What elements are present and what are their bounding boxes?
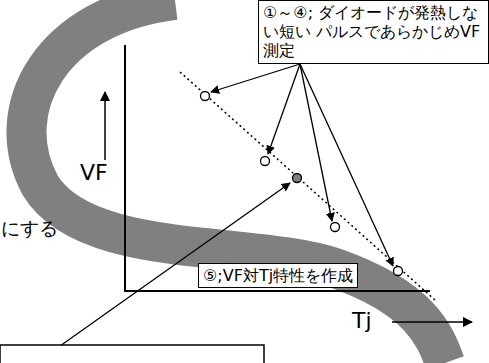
note-box: ①～④; ダイオードが発熱しない短い パルスであらかじめVF測定	[258, 0, 489, 64]
leader-lines	[60, 64, 393, 346]
fragment-text: にする	[1, 216, 58, 242]
axis-label: VF	[80, 160, 108, 185]
tj-arrow	[392, 321, 472, 323]
measured-points	[201, 92, 403, 276]
axis-label: Tj	[352, 308, 372, 333]
note-box: ⑤;VF対Tj特性を作成	[198, 263, 358, 288]
target-point	[293, 174, 302, 183]
vf-arrow	[104, 92, 106, 160]
dotted-fit-line	[180, 72, 435, 300]
x-axis	[125, 290, 430, 292]
note-text: ①～④; ダイオードが発熱しない短い パルスであらかじめVF測定	[263, 3, 484, 61]
note-text: ⑤;VF対Tj特性を作成	[203, 266, 353, 285]
y-axis	[124, 45, 126, 292]
cut-off-box	[0, 345, 264, 363]
